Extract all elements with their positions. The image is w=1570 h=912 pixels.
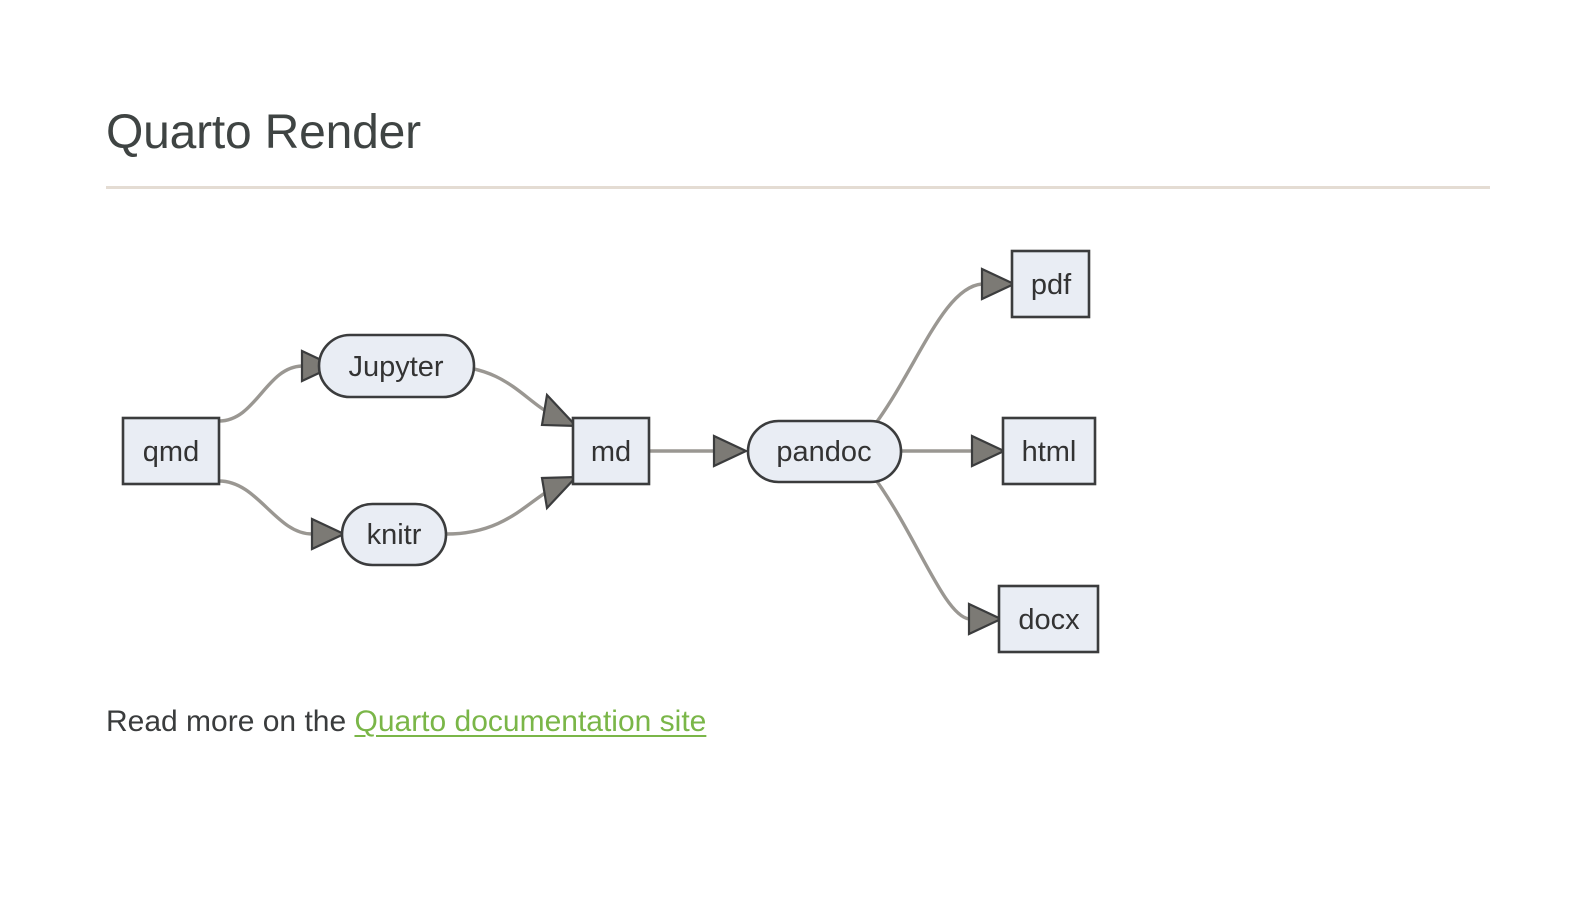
node-label-knitr: knitr (367, 519, 422, 551)
flowchart-node-pandoc: pandoc (746, 419, 903, 484)
quarto-render-flowchart: qmd Jupyter knitr md pandoc (106, 215, 1166, 655)
edge-qmd-to-jupyter (218, 349, 337, 423)
edge-knitr-to-md (445, 475, 579, 536)
node-label-pdf: pdf (1031, 269, 1072, 301)
edge-md-to-pandoc (649, 434, 749, 468)
read-more-prefix: Read more on the (106, 705, 355, 738)
read-more-text: Read more on the Quarto documentation si… (106, 702, 706, 743)
node-label-pandoc: pandoc (776, 436, 871, 468)
flowchart-node-qmd: qmd (121, 416, 221, 486)
flowchart-node-pdf: pdf (1010, 249, 1091, 319)
flowchart-node-knitr: knitr (340, 502, 448, 567)
flowchart-node-html: html (1001, 416, 1097, 486)
title-divider (106, 186, 1490, 189)
node-label-docx: docx (1018, 604, 1080, 636)
node-label-jupyter: Jupyter (348, 351, 443, 383)
flowchart-node-docx: docx (997, 584, 1100, 654)
flowchart-node-md: md (571, 416, 651, 486)
quarto-documentation-link[interactable]: Quarto documentation site (354, 705, 707, 738)
edge-pandoc-to-docx (874, 479, 1004, 636)
edge-pandoc-to-pdf (874, 267, 1017, 424)
flowchart-node-jupyter: Jupyter (317, 333, 476, 399)
edge-pandoc-to-html (901, 434, 1007, 468)
edge-qmd-to-knitr (218, 479, 347, 551)
page-title: Quarto Render (106, 106, 421, 159)
node-label-qmd: qmd (143, 436, 199, 468)
node-label-md: md (591, 436, 631, 468)
node-label-html: html (1022, 436, 1077, 468)
